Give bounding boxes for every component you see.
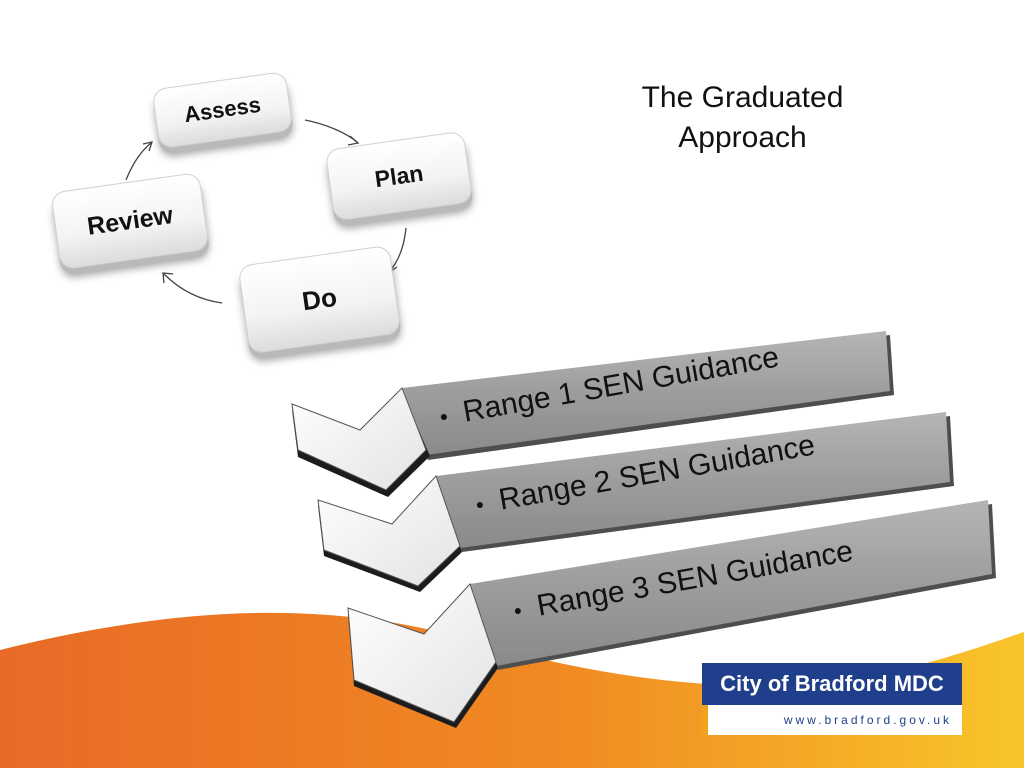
title-line-1: The Graduated — [641, 81, 844, 114]
guidance-band-3 — [347, 500, 996, 728]
title-line-2: Approach — [678, 121, 807, 154]
logo-url: www.bradford.gov.uk — [702, 705, 962, 735]
logo-name: City of Bradford MDC — [702, 663, 962, 705]
plan-label: Plan — [373, 159, 425, 192]
review-label: Review — [85, 200, 175, 241]
guidance-band-1 — [291, 331, 894, 497]
assess-label: Assess — [182, 91, 263, 128]
slide-title: The Graduated Approach — [600, 78, 885, 158]
do-label: Do — [300, 281, 339, 317]
guidance-band-2 — [317, 412, 954, 592]
bradford-logo: City of Bradford MDC www.bradford.gov.uk — [702, 663, 962, 735]
